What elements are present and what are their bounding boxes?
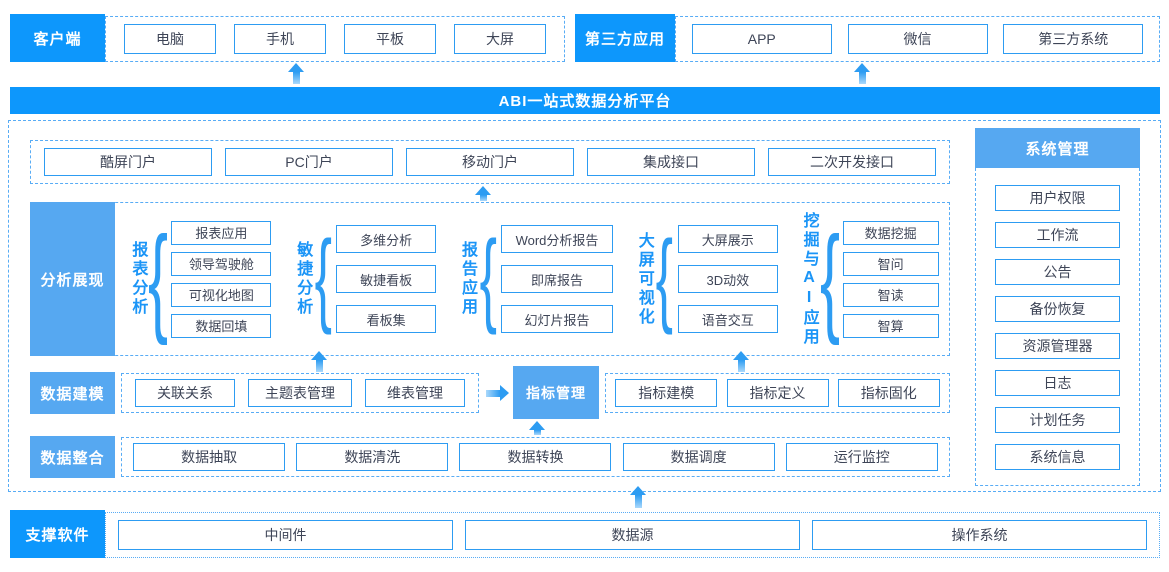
analysis-item: 数据挖掘 (842, 220, 939, 245)
arrow-up-icon (310, 351, 328, 372)
support-container: 中间件 数据源 操作系统 (105, 512, 1160, 558)
client-item: 大屏 (454, 24, 546, 54)
portal-item: 二次开发接口 (768, 148, 936, 176)
modeling-item: 维表管理 (365, 379, 465, 407)
group-name: 报告应用 (458, 241, 476, 317)
brace-icon: { (314, 220, 332, 337)
arrow-up-icon (629, 486, 647, 508)
brace-icon: { (148, 211, 169, 346)
portal-item: PC门户 (225, 148, 393, 176)
modeling-item: 指标建模 (615, 379, 718, 407)
system-section-label: 系统管理 (975, 128, 1140, 168)
brace-icon: { (479, 220, 497, 337)
support-item: 数据源 (465, 520, 800, 550)
modeling-item: 指标固化 (837, 379, 940, 407)
analysis-item: 智读 (842, 282, 939, 307)
analysis-item: 数据回填 (171, 313, 272, 338)
client-item: 平板 (344, 24, 436, 54)
analysis-item: 多维分析 (336, 225, 437, 253)
analysis-item: 即席报告 (500, 265, 613, 293)
system-item: 系统信息 (995, 444, 1120, 470)
analysis-section-label: 分析展现 (30, 202, 115, 356)
system-item: 工作流 (995, 222, 1120, 248)
analysis-item: 语音交互 (677, 305, 778, 333)
integration-item: 数据抽取 (133, 443, 286, 471)
analysis-item: Word分析报告 (500, 225, 613, 253)
arrow-up-icon (474, 186, 492, 201)
analysis-item: 智问 (842, 251, 939, 276)
arrow-right-icon (486, 384, 509, 402)
group-name: 挖掘与AI应用 (800, 211, 818, 347)
analysis-item: 领导驾驶舱 (171, 251, 272, 276)
integration-item: 数据转换 (459, 443, 612, 471)
modeling-item: 关联关系 (135, 379, 235, 407)
portal-item: 酷屏门户 (44, 148, 212, 176)
third-party-item: APP (691, 24, 832, 54)
system-item: 备份恢复 (995, 296, 1120, 322)
brace-icon: { (656, 220, 674, 337)
arrow-up-icon (853, 63, 871, 84)
group-name: 大屏可视化 (635, 231, 653, 327)
modeling-section-label: 数据建模 (30, 372, 115, 414)
analysis-item: 大屏展示 (677, 225, 778, 253)
client-container: 电脑 手机 平板 大屏 (105, 16, 565, 62)
third-party-container: APP 微信 第三方系统 (675, 16, 1160, 62)
system-items: 用户权限 工作流 公告 备份恢复 资源管理器 日志 计划任务 系统信息 (995, 185, 1120, 470)
third-party-item: 微信 (847, 24, 988, 54)
brace-icon: { (819, 211, 840, 346)
arrow-up-icon (528, 421, 546, 435)
analysis-item: 敏捷看板 (336, 265, 437, 293)
analysis-item: 智算 (842, 313, 939, 338)
analysis-item: 3D动效 (677, 265, 778, 293)
system-item: 公告 (995, 259, 1120, 285)
portal-item: 集成接口 (587, 148, 755, 176)
integration-item: 数据调度 (622, 443, 775, 471)
system-item: 资源管理器 (995, 333, 1120, 359)
integration-item: 运行监控 (785, 443, 938, 471)
modeling-right-container: 指标建模 指标定义 指标固化 (605, 373, 950, 413)
analysis-item: 幻灯片报告 (500, 305, 613, 333)
support-item: 中间件 (118, 520, 453, 550)
analysis-group-agile: 敏捷分析 { 多维分析 敏捷看板 看板集 (294, 220, 437, 337)
support-item: 操作系统 (812, 520, 1147, 550)
modeling-item: 指标定义 (726, 379, 829, 407)
analysis-item: 可视化地图 (171, 282, 272, 307)
group-name: 敏捷分析 (294, 241, 312, 317)
portal-item: 移动门户 (406, 148, 574, 176)
platform-title: ABI一站式数据分析平台 (10, 87, 1160, 114)
portal-container: 酷屏门户 PC门户 移动门户 集成接口 二次开发接口 (30, 140, 950, 184)
group-name: 报表分析 (129, 241, 147, 317)
integration-container: 数据抽取 数据清洗 数据转换 数据调度 运行监控 (121, 437, 950, 477)
system-item: 计划任务 (995, 407, 1120, 433)
third-party-section-label: 第三方应用 (575, 14, 675, 62)
analysis-item: 报表应用 (171, 220, 272, 245)
platform-container (8, 120, 1161, 492)
client-item: 电脑 (124, 24, 216, 54)
analysis-group-reporting: 报告应用 { Word分析报告 即席报告 幻灯片报告 (459, 225, 613, 333)
arrow-up-icon (732, 351, 750, 372)
arrow-up-icon (287, 63, 305, 84)
support-section-label: 支撑软件 (10, 510, 105, 558)
system-item: 用户权限 (995, 185, 1120, 211)
modeling-left-container: 关联关系 主题表管理 维表管理 (121, 373, 479, 413)
integration-item: 数据清洗 (296, 443, 449, 471)
metric-management-highlight: 指标管理 (513, 366, 599, 419)
third-party-item: 第三方系统 (1003, 24, 1144, 54)
analysis-groups: 报表分析 { 报表应用 领导驾驶舱 可视化地图 数据回填 敏捷分析 { 多维分析… (118, 202, 950, 356)
modeling-item: 主题表管理 (248, 379, 352, 407)
client-section-label: 客户端 (10, 14, 105, 62)
client-item: 手机 (234, 24, 326, 54)
system-item: 日志 (995, 370, 1120, 396)
analysis-item: 看板集 (336, 305, 437, 333)
analysis-group-ai: 挖掘与AI应用 { 数据挖掘 智问 智读 智算 (801, 212, 939, 347)
analysis-group-report: 报表分析 { 报表应用 领导驾驶舱 可视化地图 数据回填 (129, 211, 272, 346)
integration-section-label: 数据整合 (30, 436, 115, 478)
analysis-group-bigscreen: 大屏可视化 { 大屏展示 3D动效 语音交互 (636, 225, 778, 333)
